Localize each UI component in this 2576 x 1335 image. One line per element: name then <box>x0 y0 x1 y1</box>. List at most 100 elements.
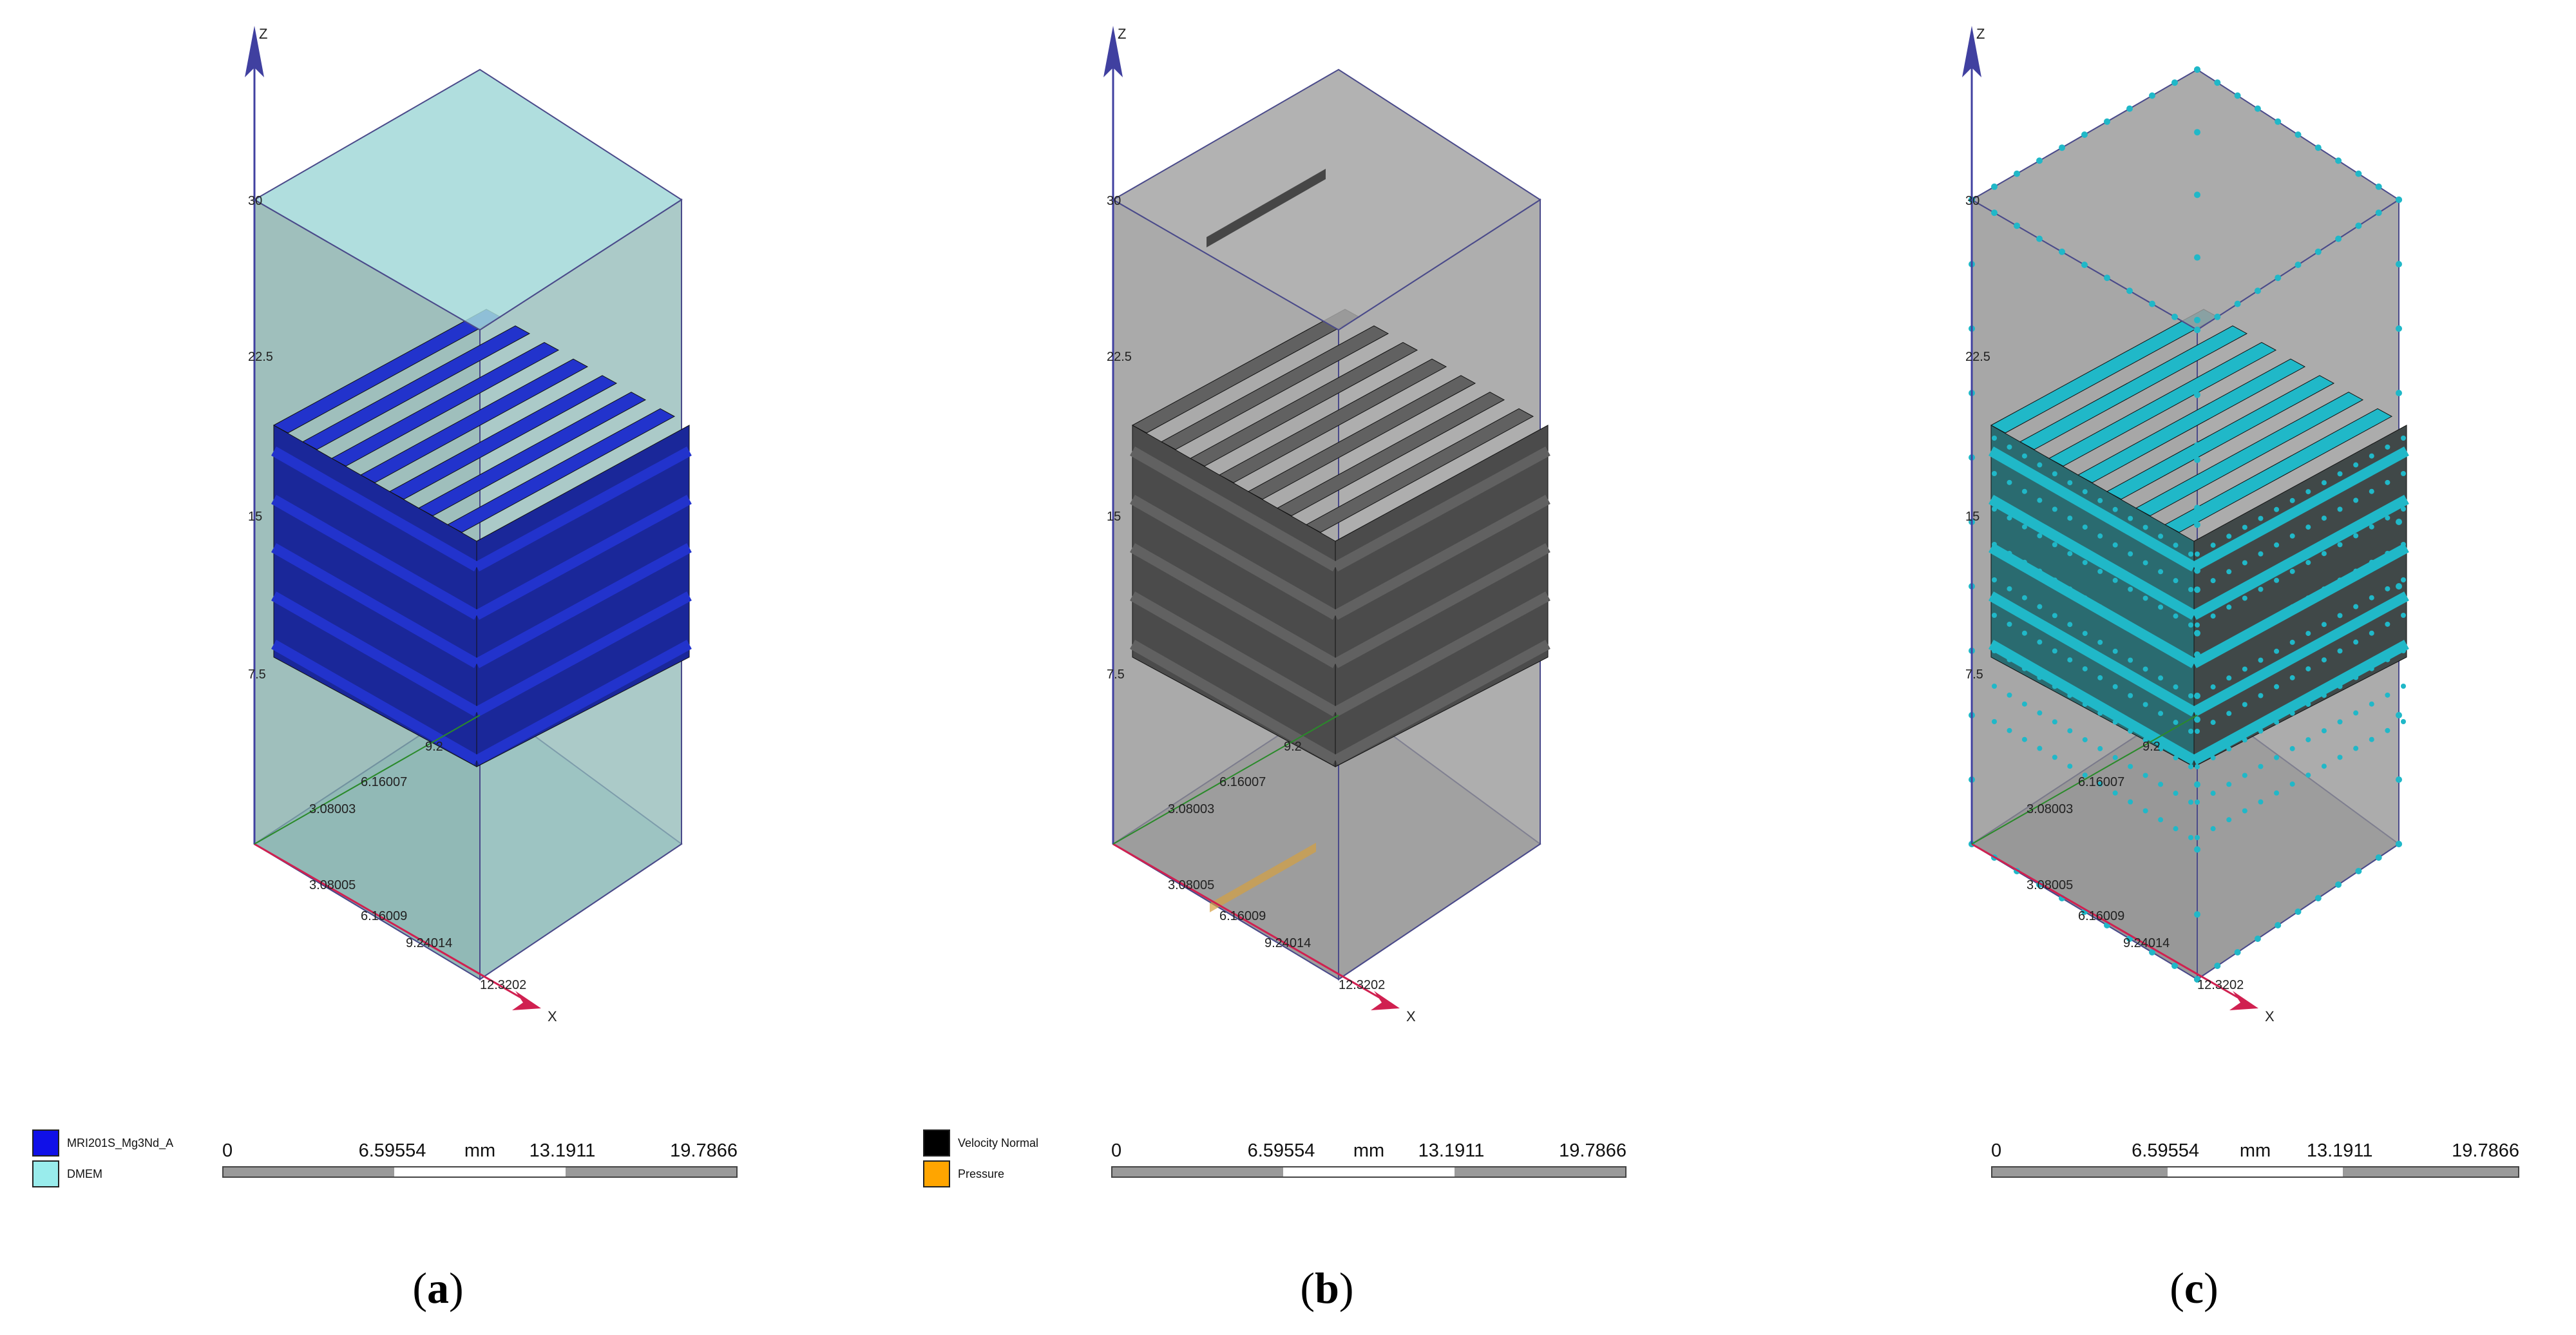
scaffold-top-strut <box>2077 358 2306 483</box>
mesh-node <box>2188 693 2193 698</box>
z-tick-label: 30 <box>248 194 262 208</box>
scale-segment <box>224 1167 395 1177</box>
scaffold-rung-right <box>1333 639 1550 765</box>
scale-track <box>222 1166 738 1178</box>
mesh-node <box>2321 586 2327 592</box>
mesh-node <box>2274 648 2280 654</box>
mesh-node <box>2158 675 2164 681</box>
mesh-node <box>2353 639 2359 645</box>
mesh-node <box>2158 640 2164 646</box>
mesh-node <box>2226 640 2232 646</box>
edge-mesh-node <box>2194 846 2200 853</box>
mesh-node <box>2401 577 2406 582</box>
legend-item: DMEM <box>32 1158 173 1189</box>
scene-b: Z3022.5157.5X3.080056.160099.2401412.320… <box>1103 26 1550 1024</box>
mesh-node <box>2369 630 2374 636</box>
mesh-node <box>2007 515 2012 521</box>
mesh-node <box>2337 542 2343 548</box>
mesh-node <box>2337 719 2343 725</box>
mesh-node <box>2210 613 2216 619</box>
mesh-node <box>2369 524 2374 530</box>
mesh-node <box>2242 631 2247 637</box>
edge-mesh-node <box>2355 222 2362 229</box>
mesh-node <box>2097 639 2103 645</box>
x-axis-line <box>1112 843 1388 1003</box>
z-tick-label: 15 <box>1965 510 1980 524</box>
mesh-node <box>2274 684 2280 689</box>
x-axis-label: X <box>2265 1008 2275 1024</box>
edge-mesh-node <box>2194 254 2200 261</box>
mesh-node <box>2052 648 2057 654</box>
legend-swatch <box>923 1160 950 1187</box>
mesh-node <box>2082 524 2088 530</box>
mesh-node <box>2274 542 2280 548</box>
mesh-node <box>2021 488 2027 494</box>
x-axis-line <box>254 843 529 1003</box>
mesh-node <box>2210 755 2216 761</box>
mesh-node <box>2321 693 2327 698</box>
edge-mesh-node <box>2104 274 2110 282</box>
mesh-node <box>2289 568 2295 574</box>
legend-swatch <box>32 1160 59 1187</box>
mesh-node <box>2195 729 2200 734</box>
edge-mesh-node <box>2104 118 2110 125</box>
mesh-node <box>2401 436 2406 441</box>
x-tick-label: 9.24014 <box>406 936 452 950</box>
mesh-node <box>2112 613 2118 619</box>
mesh-node <box>2353 462 2359 468</box>
mesh-node <box>2112 719 2118 725</box>
mesh-node <box>2158 817 2164 823</box>
y-tick-label: 3.08003 <box>309 802 356 816</box>
mesh-node <box>2195 764 2200 769</box>
scaffold-rung-right <box>1333 543 1550 669</box>
legend-item: Velocity Normal <box>923 1128 1038 1158</box>
mesh-node <box>2353 568 2359 574</box>
mesh-node <box>2274 754 2280 760</box>
edge-mesh-node <box>1991 209 1998 216</box>
mesh-node <box>2173 826 2179 832</box>
mesh-node <box>2021 559 2027 565</box>
x-tick-label: 6.16009 <box>2078 909 2124 923</box>
mesh-node <box>2258 764 2264 769</box>
mesh-node <box>2242 524 2247 530</box>
mesh-node <box>2158 533 2164 539</box>
mesh-node <box>2142 808 2148 814</box>
edge-mesh-node <box>2254 287 2261 294</box>
scene-group: Z3022.5157.5X3.080056.160099.2401412.320… <box>1103 26 1550 1024</box>
scale-tick-label: 6.59554 <box>358 1140 426 1161</box>
mesh-node <box>2142 524 2148 530</box>
edge-mesh-node <box>2355 170 2362 177</box>
scale-tick-label: 13.1911 <box>2306 1140 2373 1161</box>
mesh-node <box>2242 737 2247 743</box>
y-tick-label: 3.08003 <box>1168 802 1214 816</box>
scaffold-rung-left <box>1130 591 1338 716</box>
mesh-node <box>2067 764 2073 769</box>
scaffold-rung-right <box>2191 591 2409 717</box>
mesh-node <box>2173 649 2179 655</box>
edge-mesh-node <box>2149 300 2155 307</box>
mesh-node <box>2067 693 2073 698</box>
mesh-node <box>2037 533 2043 539</box>
z-tick-label: 22.5 <box>1107 350 1132 364</box>
mesh-node <box>2097 604 2103 610</box>
mesh-node <box>2188 764 2193 769</box>
edge-mesh-node <box>2194 629 2200 637</box>
scaffold-top-strut <box>1276 392 1505 517</box>
z-tick-label: 7.5 <box>1107 668 1125 682</box>
mesh-node <box>2305 560 2311 566</box>
mesh-node <box>2037 710 2043 716</box>
scaffold-rung-left <box>271 495 479 620</box>
mesh-node <box>2188 622 2193 628</box>
mesh-node <box>2128 693 2133 698</box>
legend-label: Velocity Normal <box>958 1136 1039 1149</box>
scale-tick-label: 19.7866 <box>1559 1140 1627 1161</box>
mesh-node <box>2353 675 2359 680</box>
mesh-node <box>2037 745 2043 751</box>
mesh-node <box>2037 604 2043 610</box>
mesh-node <box>2321 551 2327 557</box>
